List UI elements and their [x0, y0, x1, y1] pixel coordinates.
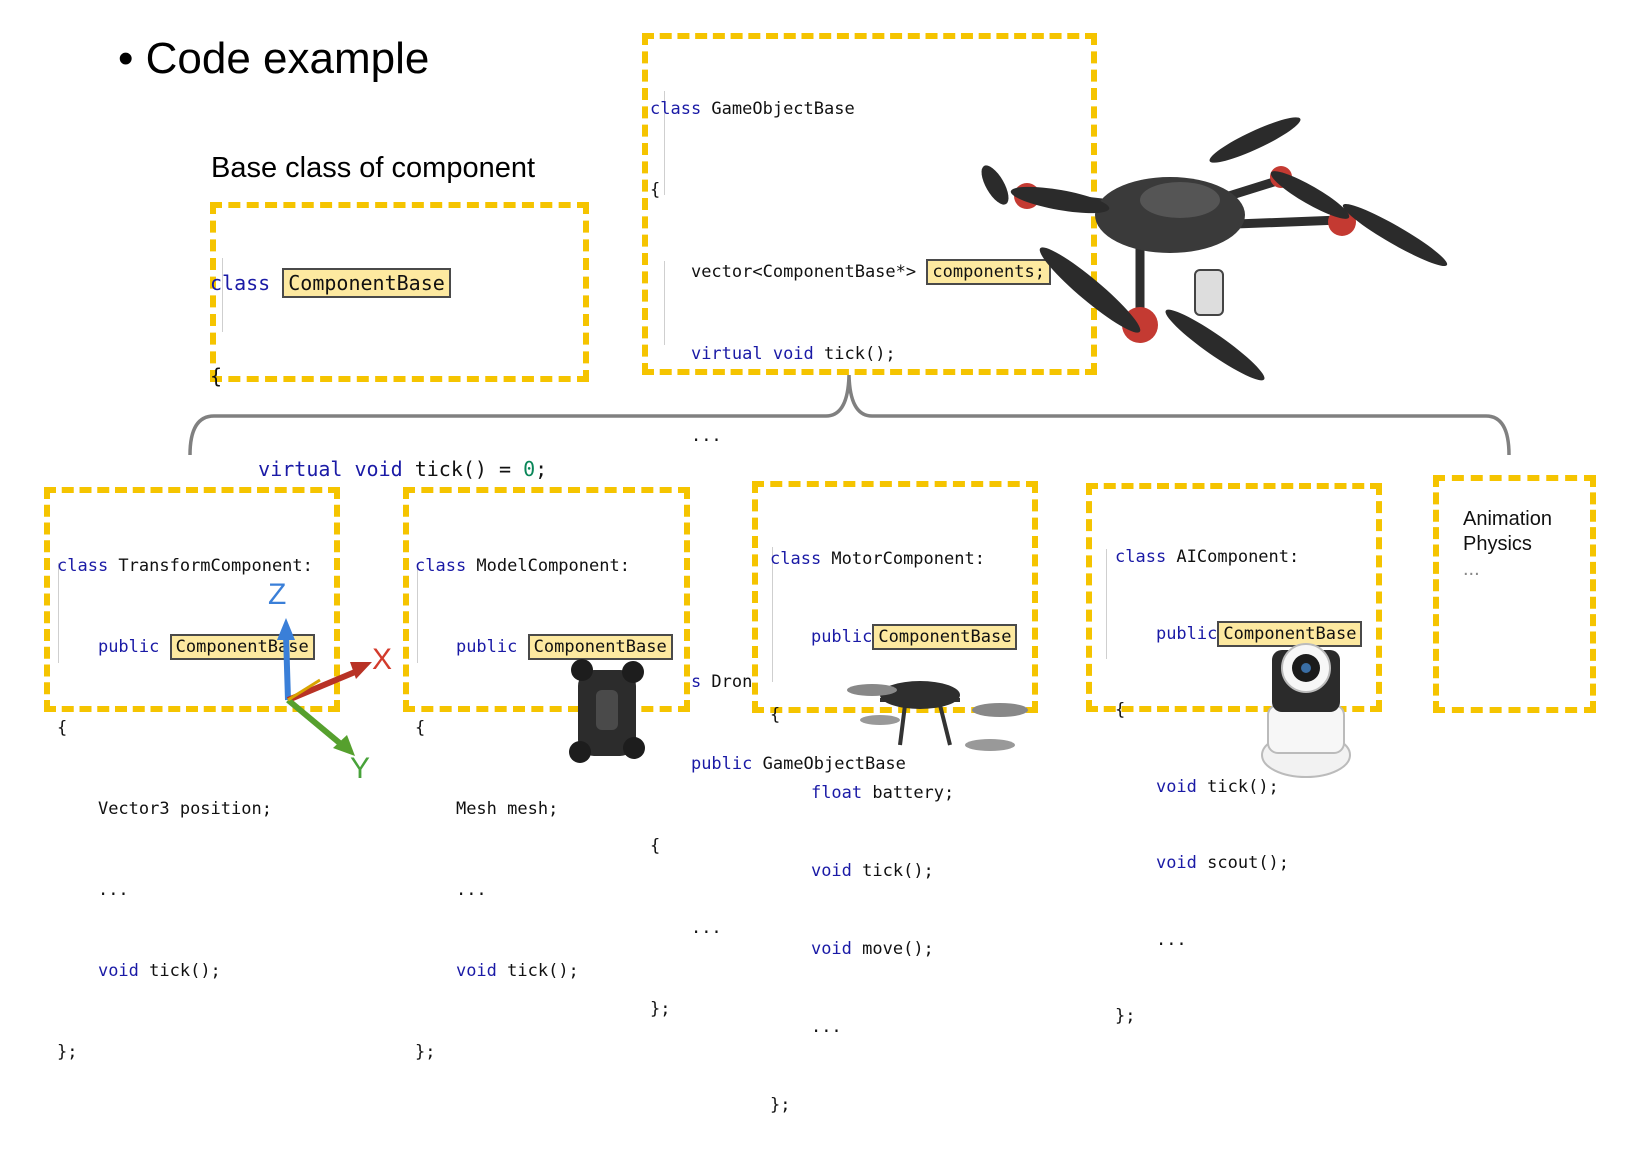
other-components-box: Animation Physics ... [1433, 475, 1596, 713]
drone-photo [981, 117, 1448, 381]
more-label: ... [1463, 558, 1480, 580]
highlight-componentbase: ComponentBase [1217, 620, 1363, 647]
highlight-components: components; [926, 259, 1051, 286]
indent-guide [664, 91, 665, 195]
highlight-componentbase: ComponentBase [282, 268, 451, 298]
indent-guide [58, 563, 59, 663]
highlight-componentbase: ComponentBase [872, 624, 1018, 650]
animation-label: Animation [1463, 508, 1552, 530]
base-class-heading: Base class of component [211, 152, 536, 184]
physics-label: Physics [1463, 533, 1532, 555]
slide-title: • Code example [118, 34, 429, 84]
bullet-icon: • [118, 34, 134, 83]
bracket-path [188, 374, 1511, 456]
highlight-componentbase: ComponentBase [169, 634, 315, 660]
x-axis-label: X [372, 643, 393, 676]
y-axis [286, 697, 344, 748]
z-axis-label: Z [268, 578, 287, 611]
z-axis [283, 634, 291, 701]
motor-drone-photo [847, 681, 1028, 751]
indent-guide [664, 261, 665, 345]
indent-guide [417, 563, 418, 663]
y-axis-label: Y [350, 752, 371, 785]
highlight-componentbase: ComponentBase [527, 634, 673, 660]
base-class-box: class ComponentBase { virtual void tick(… [210, 202, 589, 667]
title-text: Code example [145, 34, 430, 83]
indent-guide [1106, 549, 1107, 659]
propellers [981, 117, 1448, 381]
x-axis [286, 669, 357, 703]
other-components-text: Animation Physics ... [1463, 507, 1552, 582]
indent-guide [772, 547, 773, 682]
security-camera-photo [1261, 643, 1351, 778]
folded-drone-photo [569, 659, 645, 763]
indent-guide [222, 258, 223, 332]
xyz-axes-picture [277, 618, 372, 756]
hierarchy-bracket [188, 374, 1511, 456]
